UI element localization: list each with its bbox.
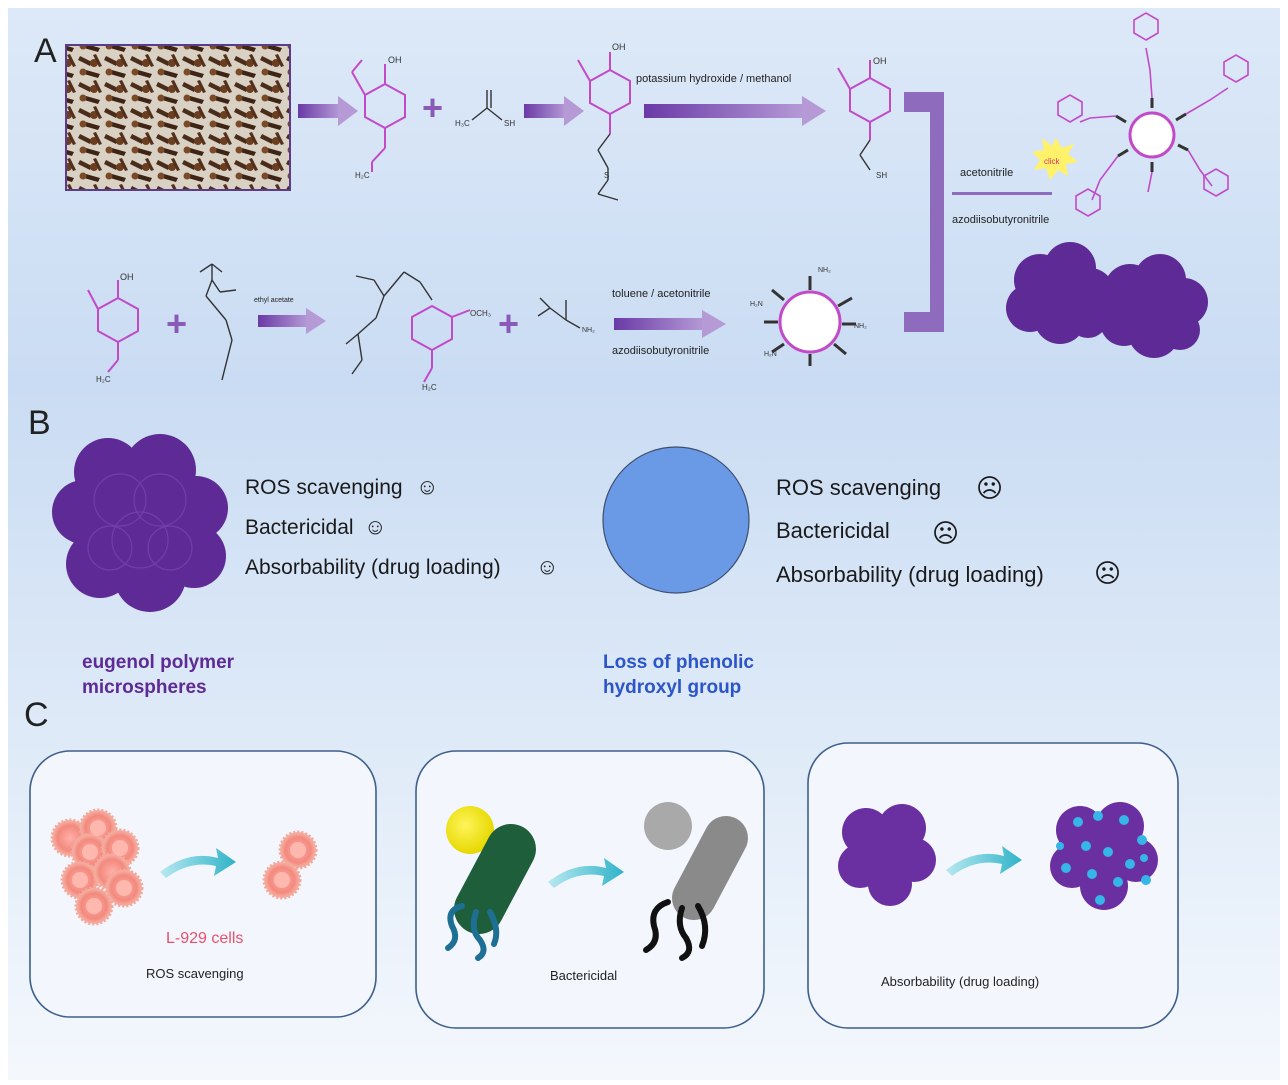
panel-b: B ROS scavenging Bact	[28, 404, 1121, 698]
label-azo-bottom: azodiisobutyronitrile	[612, 345, 709, 357]
panel-c-label: C	[24, 696, 49, 734]
reaction-arrow-2	[524, 96, 584, 126]
click-star-icon: click	[1032, 138, 1078, 180]
panel-a-label: A	[34, 32, 57, 70]
functionalized-microsphere	[1057, 12, 1249, 217]
right-prop-ros: ROS scavenging	[776, 475, 941, 500]
reaction-arrow-5	[614, 310, 726, 338]
svg-text:OCH₃: OCH₃	[470, 309, 491, 318]
methacrylamide-nh2: NH₂	[582, 327, 595, 334]
purple-microsphere-empty	[838, 804, 936, 906]
arrow-click-reaction	[952, 192, 1052, 195]
label-toluene-acetonitrile: toluene / acetonitrile	[612, 288, 710, 300]
box-absorbability: Absorbability (drug loading)	[807, 742, 1179, 1029]
teal-arrow-2	[548, 858, 624, 888]
dead-bacterium	[643, 815, 748, 961]
caption-eugenol-microspheres: eugenol polymer microspheres	[82, 652, 235, 698]
caption-bactericidal: Bactericidal	[550, 968, 617, 983]
reaction-bracket	[904, 92, 944, 332]
right-frown-icons: ☹ ☹ ☹	[932, 473, 1121, 588]
isocyanate-monomer	[199, 263, 237, 381]
urethane-monomer: OCH₃ H₂C	[345, 271, 491, 392]
clove-photo	[65, 44, 291, 191]
panel-c: C	[24, 696, 1179, 1029]
label-ethyl-acetate: ethyl acetate	[254, 297, 294, 304]
thioacetic-acid-molecule	[471, 90, 503, 121]
svg-text:H₂N: H₂N	[750, 301, 763, 308]
reaction-arrow-3	[644, 96, 826, 126]
label-acetonitrile: acetonitrile	[960, 167, 1013, 179]
teal-arrow-1	[160, 848, 236, 878]
thioacetic-sh: SH	[504, 119, 515, 128]
svg-text:OH: OH	[612, 42, 626, 52]
label-l929-cells: L-929 cells	[166, 930, 243, 947]
smile-icon: ☺	[364, 514, 386, 539]
live-bacterium	[445, 823, 536, 961]
right-prop-bactericidal: Bactericidal	[776, 518, 890, 543]
dead-microsphere	[644, 802, 692, 850]
caption-absorbability: Absorbability (drug loading)	[881, 974, 1039, 989]
amino-microsphere: NH₂ NH₂ H₂N H₂N	[750, 267, 867, 366]
methacrylamide-molecule	[537, 297, 581, 329]
frown-icon: ☹	[976, 473, 1003, 503]
caption-right-line2: hydroxyl group	[603, 677, 741, 698]
frown-icon: ☹	[932, 518, 959, 548]
label-azo-right: azodiisobutyronitrile	[952, 214, 1049, 226]
svg-text:H₂C: H₂C	[422, 383, 437, 392]
box-ros-scavenging: L-929 cells ROS scavenging	[29, 750, 377, 1018]
svg-text:H₂C: H₂C	[96, 375, 111, 384]
svg-text:OH: OH	[873, 56, 887, 66]
thiol-eugenol-molecule: OH SH	[837, 56, 891, 180]
panel-a: A OH H₂C + H₃C	[34, 12, 1249, 392]
caption-loss-phenolic: Loss of phenolic hydroxyl group	[603, 652, 754, 698]
eugenol-top-oh: OH	[388, 55, 402, 65]
svg-text:NH₂: NH₂	[818, 267, 831, 274]
click-text: click	[1044, 157, 1061, 166]
yellow-microsphere	[446, 806, 494, 854]
right-prop-absorbability: Absorbability (drug loading)	[776, 562, 1044, 587]
left-smile-icons: ☺ ☺ ☺	[364, 474, 558, 579]
svg-text:OH: OH	[120, 272, 134, 282]
caption-ros-scavenging: ROS scavenging	[146, 966, 244, 981]
caption-left-line2: microspheres	[82, 677, 207, 698]
eugenol-molecule-top	[351, 59, 406, 172]
plus-sign-1: +	[422, 87, 443, 128]
smile-icon: ☺	[536, 554, 558, 579]
svg-text:H₂N: H₂N	[764, 351, 777, 358]
eugenol-top-h2c: H₂C	[355, 171, 370, 180]
svg-text:NH₂: NH₂	[854, 323, 867, 330]
svg-text:S: S	[604, 171, 609, 180]
eugenol-molecule-bottom: OH H₂C	[87, 272, 139, 384]
caption-left-line1: eugenol polymer	[82, 652, 235, 673]
left-prop-ros: ROS scavenging	[245, 476, 403, 499]
caption-right-line1: Loss of phenolic	[603, 652, 754, 673]
thioacetate-molecule: OH S	[577, 42, 631, 201]
l929-cell-cluster	[50, 808, 144, 926]
label-koh-methanol: potassium hydroxide / methanol	[636, 73, 791, 85]
left-property-list: ROS scavenging Bactericidal Absorbabilit…	[245, 476, 501, 579]
left-prop-bactericidal: Bactericidal	[245, 516, 354, 539]
blue-microsphere	[602, 446, 750, 594]
plus-sign-2: +	[166, 303, 187, 344]
panel-b-label: B	[28, 404, 51, 442]
thioacetic-h3c: H₃C	[455, 119, 470, 128]
reaction-arrow-4	[258, 308, 326, 334]
box-bactericidal: Bactericidal	[415, 750, 765, 1029]
left-prop-absorbability: Absorbability (drug loading)	[245, 556, 501, 579]
right-property-list: ROS scavenging Bactericidal Absorbabilit…	[776, 475, 1044, 587]
smile-icon: ☺	[416, 474, 438, 499]
l929-cells-few	[262, 830, 318, 900]
purple-microsphere-clusters	[1006, 242, 1208, 358]
frown-icon: ☹	[1094, 558, 1121, 588]
eugenol-microsphere-cluster	[52, 434, 228, 612]
plus-sign-3: +	[498, 303, 519, 344]
reaction-arrow-1	[298, 96, 358, 126]
teal-arrow-3	[946, 846, 1022, 876]
svg-text:SH: SH	[876, 171, 887, 180]
drug-loaded-microsphere	[1050, 802, 1158, 910]
